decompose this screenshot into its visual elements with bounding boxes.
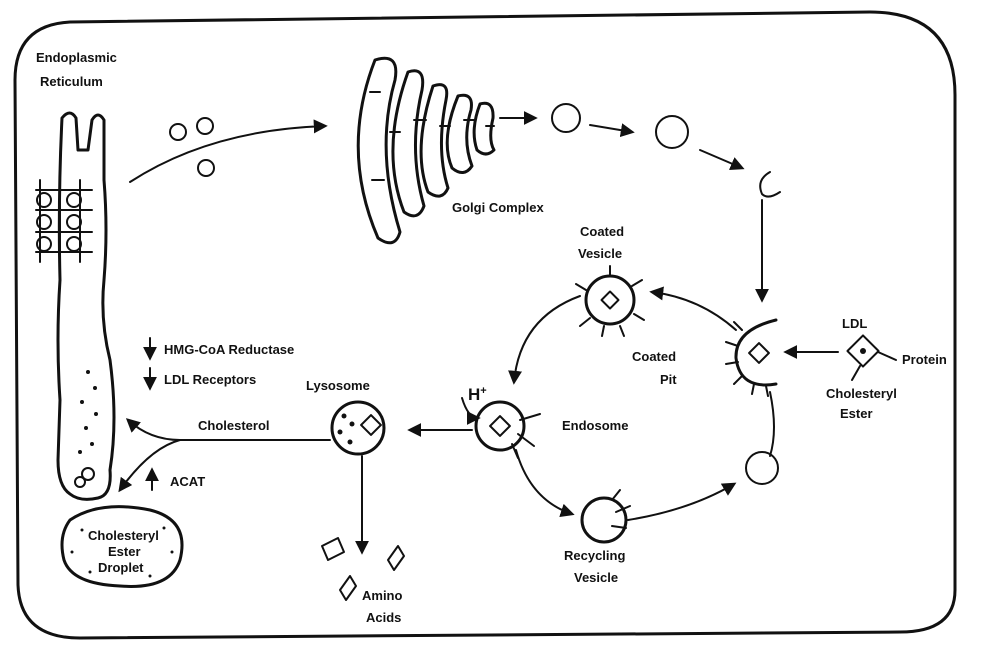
pit-to-coated-vesicle-arrow xyxy=(652,292,736,330)
ldl-particle xyxy=(847,335,896,380)
er-label-line2: Reticulum xyxy=(40,74,103,89)
acat-label: ACAT xyxy=(170,474,205,489)
h-plus-label: H+ xyxy=(468,385,487,404)
coated-pit xyxy=(726,320,776,396)
er-transport-vesicles xyxy=(170,118,214,176)
recycling-to-membrane-arrow xyxy=(628,484,734,520)
secretory-vesicle-2 xyxy=(656,116,688,148)
recycling-vesicle-label-line1: Recycling xyxy=(564,548,625,563)
cell-membrane xyxy=(15,12,955,638)
lysosome-label: Lysosome xyxy=(306,378,370,393)
protein-label: Protein xyxy=(902,352,947,367)
vesicle1-to-vesicle2-arrow xyxy=(590,125,632,132)
recycling-vesicle-label-line2: Vesicle xyxy=(574,570,618,585)
coated-pit-label-line2: Pit xyxy=(660,372,677,387)
endoplasmic-reticulum xyxy=(36,113,114,499)
coated-vesicle-label-line2: Vesicle xyxy=(578,246,622,261)
vesicle2-to-membrane-arrow xyxy=(700,150,742,168)
golgi-complex xyxy=(358,58,494,243)
droplet-label-line2: Ester xyxy=(108,544,141,559)
amino-acids-label-line2: Acids xyxy=(366,610,401,625)
endosome-to-recycling-arrow xyxy=(516,450,572,514)
droplet-label-line1: Cholesteryl xyxy=(88,528,159,543)
lysosome xyxy=(332,402,384,454)
membrane-fusion-pit xyxy=(760,172,780,197)
er-to-golgi-arrow xyxy=(130,126,325,182)
amino-acids-label-line1: Amino xyxy=(362,588,403,603)
ldl-label: LDL xyxy=(842,316,867,331)
endosome xyxy=(476,402,540,458)
coated-vesicle-to-endosome-arrow xyxy=(514,296,580,382)
golgi-label: Golgi Complex xyxy=(452,200,545,215)
recycling-vesicle xyxy=(582,490,630,542)
cholesteryl-ester-label-line2: Ester xyxy=(840,406,873,421)
ldl-receptors-label: LDL Receptors xyxy=(164,372,256,387)
cholesterol-label: Cholesterol xyxy=(198,418,270,433)
coated-vesicle xyxy=(576,266,644,336)
coated-pit-label-line1: Coated xyxy=(632,349,676,364)
secretory-vesicle-1 xyxy=(552,104,580,132)
membrane-to-pit-cycle-arrow xyxy=(770,392,774,456)
droplet-label-line3: Droplet xyxy=(98,560,144,575)
hmg-coa-label: HMG-CoA Reductase xyxy=(164,342,294,357)
cholesteryl-ester-label-line1: Cholesteryl xyxy=(826,386,897,401)
endosome-label: Endosome xyxy=(562,418,628,433)
coated-vesicle-label-line1: Coated xyxy=(580,224,624,239)
er-label-line1: Endoplasmic xyxy=(36,50,117,65)
fusing-recycling-vesicle xyxy=(746,452,778,484)
